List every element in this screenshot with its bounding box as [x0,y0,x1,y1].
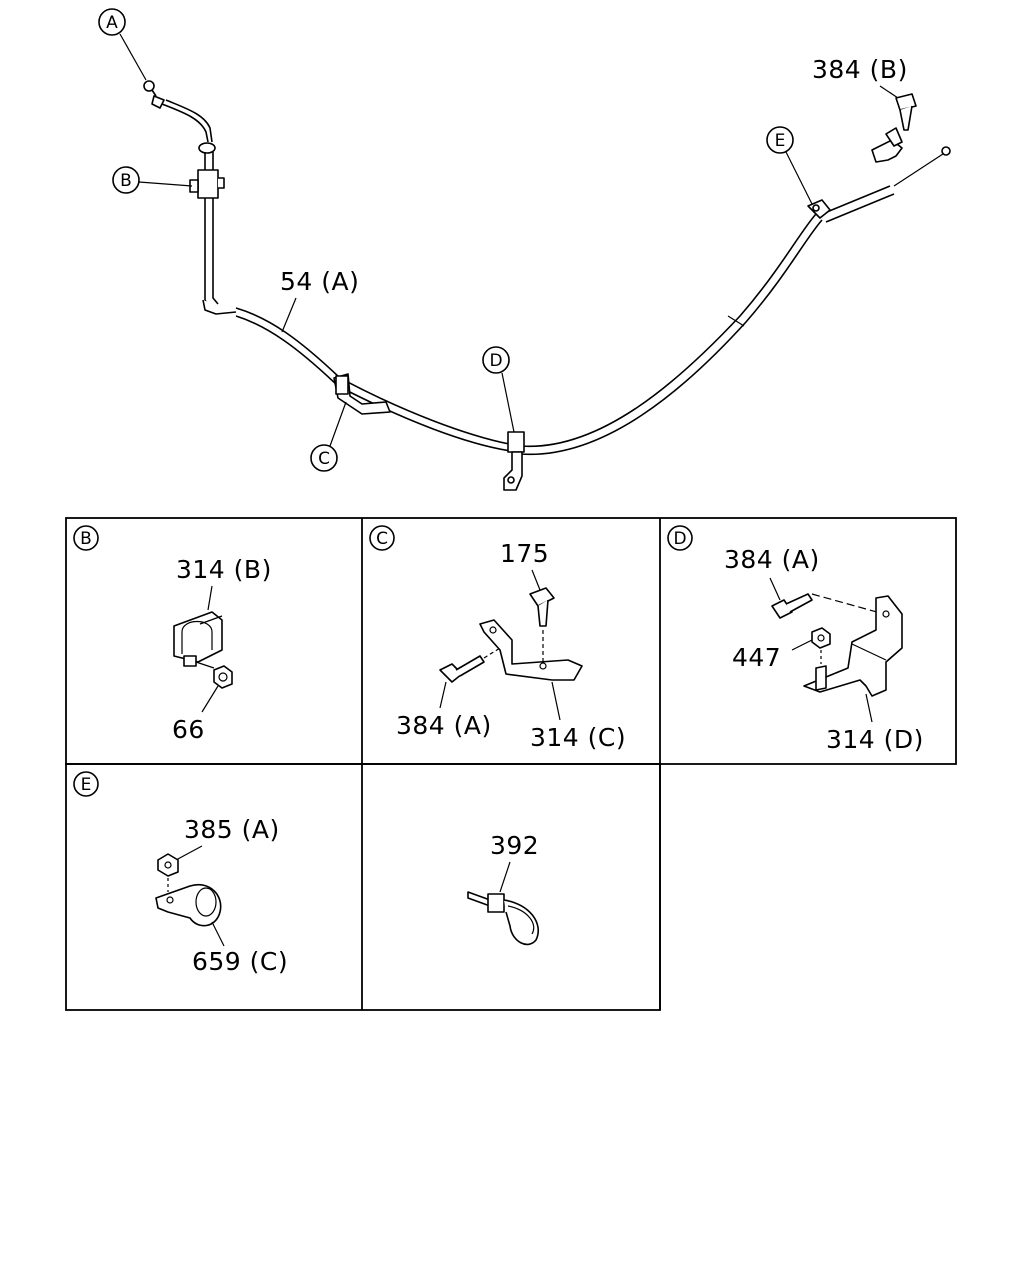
tie-392-label: 392 [490,831,539,860]
ref-circle-c: C [310,444,338,472]
bolt-175-label: 175 [500,539,549,568]
clip-e-on-cable [807,199,831,219]
nut-66-label: 66 [172,715,205,744]
ref-a-label: A [106,13,118,33]
detail-c: C 175 384 (A) 314 (C) [369,525,626,752]
detail-b-id: B [80,529,92,549]
ref-circle-d: D [482,346,510,374]
bolt-384a-d [771,593,885,619]
bolt-384a-c [439,647,501,683]
nut-385a-label: 385 (A) [184,815,280,844]
main-cable-assembly: A B [98,8,951,491]
detail-e-id: E [81,775,92,795]
detail-grid [65,517,957,1011]
end-bracket [871,127,903,163]
clamp-b-on-cable [189,169,225,199]
bracket-c-on-cable [333,373,391,415]
clamp-314b-label: 314 (B) [176,555,272,584]
bracket-d-on-cable [503,431,525,491]
nut-447-label: 447 [732,643,781,672]
ref-circle-e: E [766,126,794,154]
bracket-314c [479,619,583,681]
ref-b-label: B [120,171,132,191]
nut-447 [811,627,831,691]
detail-e: E 385 (A) 659 (C) [73,771,288,976]
ref-circle-b: B [112,166,140,194]
cable-end-fitting [143,80,216,154]
bolt-384a-c-label: 384 (A) [396,711,492,740]
clamp-314b [173,611,223,663]
cable-54a-callout: 54 (A) [280,267,359,296]
detail-tie: 392 [467,831,539,946]
detail-d-id: D [673,529,686,549]
clip-659c-label: 659 (C) [192,947,288,976]
bracket-314d-label: 314 (D) [826,725,924,754]
bolt-175 [529,587,555,664]
ref-c-label: C [318,449,330,469]
tie-band-392 [467,891,539,946]
nut-66 [213,665,233,689]
bracket-314d [803,595,903,697]
bracket-314c-label: 314 (C) [530,723,626,752]
nut-385a [157,853,179,892]
stud-bolt [183,655,215,669]
ref-e-label: E [775,131,786,151]
bolt-384a-d-label: 384 (A) [724,545,820,574]
detail-b: B 314 (B) 66 [73,525,272,744]
bolt-384b-callout: 384 (B) [812,55,908,84]
bolt-384b [895,93,917,131]
clip-659c [155,883,222,927]
detail-c-id: C [376,529,388,549]
ref-circle-a: A [98,8,126,36]
ref-d-label: D [489,351,502,371]
detail-d: D 384 (A) 447 314 (D) [667,525,924,754]
